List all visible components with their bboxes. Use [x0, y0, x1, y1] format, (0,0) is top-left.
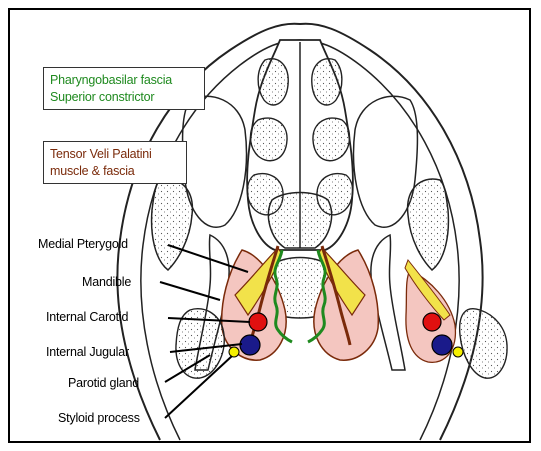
right-parotid-gland	[460, 309, 507, 378]
right-styloid-process	[453, 347, 463, 357]
label-styloid-process: Styloid process	[58, 411, 140, 425]
legend-muscle-fascia: muscle & fascia	[50, 163, 180, 180]
sphenoid-upper	[268, 193, 331, 249]
label-internal-jugular: Internal Jugular	[46, 345, 129, 359]
legend-tensor-veli: Tensor Veli Palatini muscle & fascia	[43, 141, 187, 184]
legend-pharyngobasilar-fascia: Pharyngobasilar fascia	[50, 72, 198, 89]
legend-superior-constrictor: Superior constrictor	[50, 89, 198, 106]
left-styloid-process	[229, 347, 239, 357]
label-parotid-gland: Parotid gland	[68, 376, 139, 390]
left-turbinate-upper	[258, 59, 288, 105]
right-zygomatic-bone	[408, 179, 449, 270]
legend-pharyngobasilar: Pharyngobasilar fascia Superior constric…	[43, 67, 205, 110]
right-internal-jugular-overlay	[432, 335, 452, 355]
legend-tensor-veli-palatini: Tensor Veli Palatini	[50, 146, 180, 163]
pointer-medial-pterygoid	[168, 245, 248, 272]
right-turbinate-middle	[313, 118, 350, 161]
left-internal-jugular	[240, 335, 260, 355]
diagram-frame: Pharyngobasilar fascia Superior constric…	[8, 8, 531, 443]
right-turbinate-upper	[312, 59, 342, 105]
label-internal-carotid: Internal Carotid	[46, 310, 128, 324]
label-mandible: Mandible	[82, 275, 131, 289]
left-zygomatic-bone	[152, 179, 193, 270]
right-internal-carotid-overlay	[423, 313, 441, 331]
label-medial-pterygoid: Medial Pterygoid	[38, 237, 128, 251]
left-turbinate-middle	[251, 118, 288, 161]
left-internal-carotid	[249, 313, 267, 331]
